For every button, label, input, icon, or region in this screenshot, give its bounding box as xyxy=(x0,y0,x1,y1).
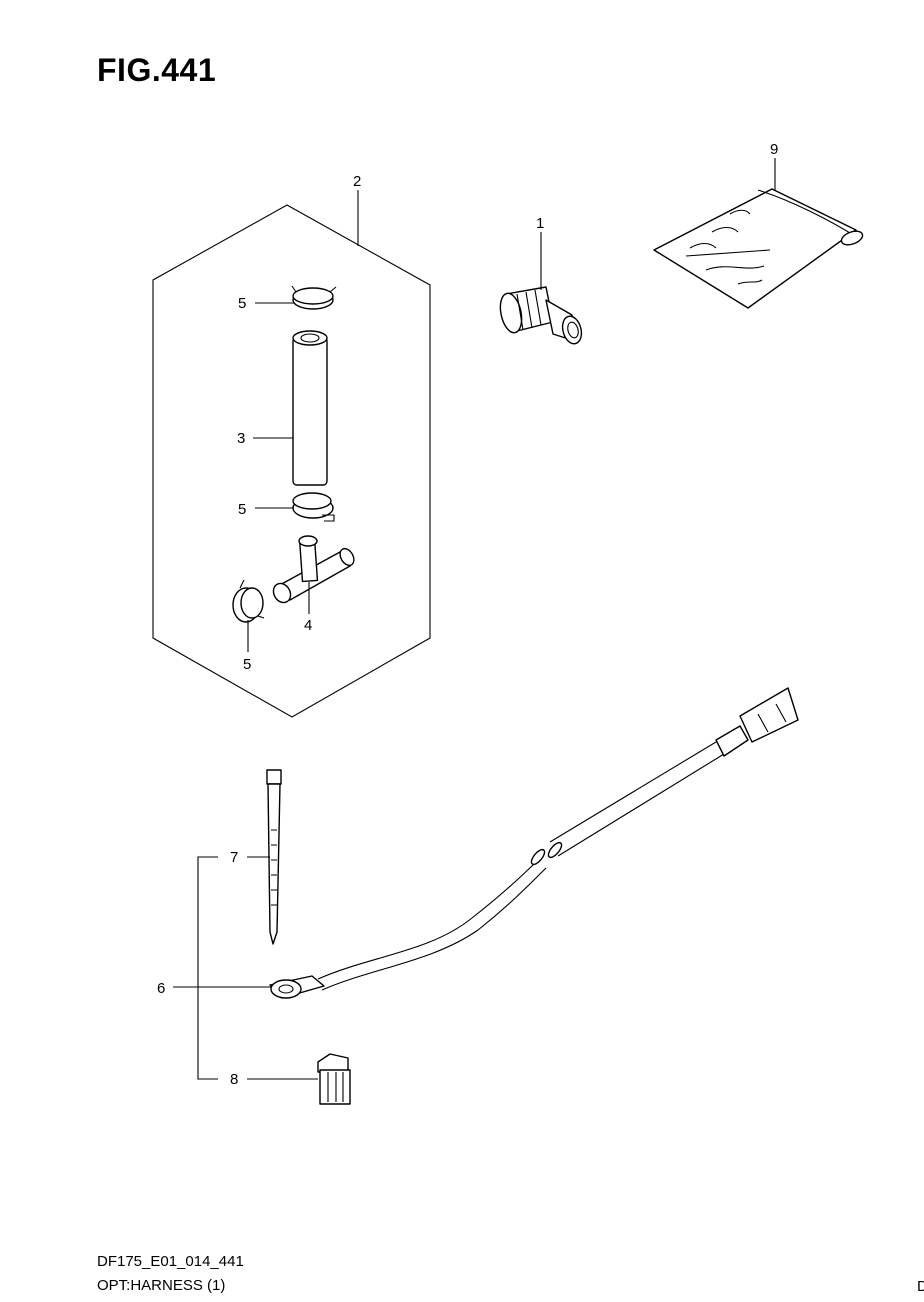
connector-fitting xyxy=(499,286,583,345)
callout-4[interactable]: 4 xyxy=(304,617,312,634)
callout-7[interactable]: 7 xyxy=(230,849,238,866)
callout-1[interactable]: 1 xyxy=(536,215,544,232)
callout-5b[interactable]: 5 xyxy=(238,501,246,518)
tee-joint xyxy=(272,535,355,604)
cable-tie xyxy=(266,769,282,945)
callout-5c[interactable]: 5 xyxy=(243,656,251,673)
instruction-bag xyxy=(653,188,864,309)
group-bracket xyxy=(197,856,218,1080)
ground-harness xyxy=(269,687,799,999)
callout-8[interactable]: 8 xyxy=(230,1071,238,1088)
kit-outline xyxy=(152,204,431,718)
hose xyxy=(292,330,328,486)
callout-6[interactable]: 6 xyxy=(157,980,165,997)
figure-title: FIG.441 xyxy=(97,52,217,88)
model-code: DF175_E01_014_441 xyxy=(97,1253,244,1270)
hose-clamp-top xyxy=(291,285,337,310)
callout-9[interactable]: 9 xyxy=(770,141,778,158)
callout-3[interactable]: 3 xyxy=(237,430,245,447)
callout-2[interactable]: 2 xyxy=(353,173,361,190)
hose-clamp-middle xyxy=(292,492,335,522)
edge-mark: D xyxy=(917,1278,924,1295)
callout-5a[interactable]: 5 xyxy=(238,295,246,312)
section-title: OPT:HARNESS (1) xyxy=(97,1277,226,1294)
terminal-cap xyxy=(317,1053,351,1105)
hose-clamp-bottom xyxy=(232,579,265,623)
